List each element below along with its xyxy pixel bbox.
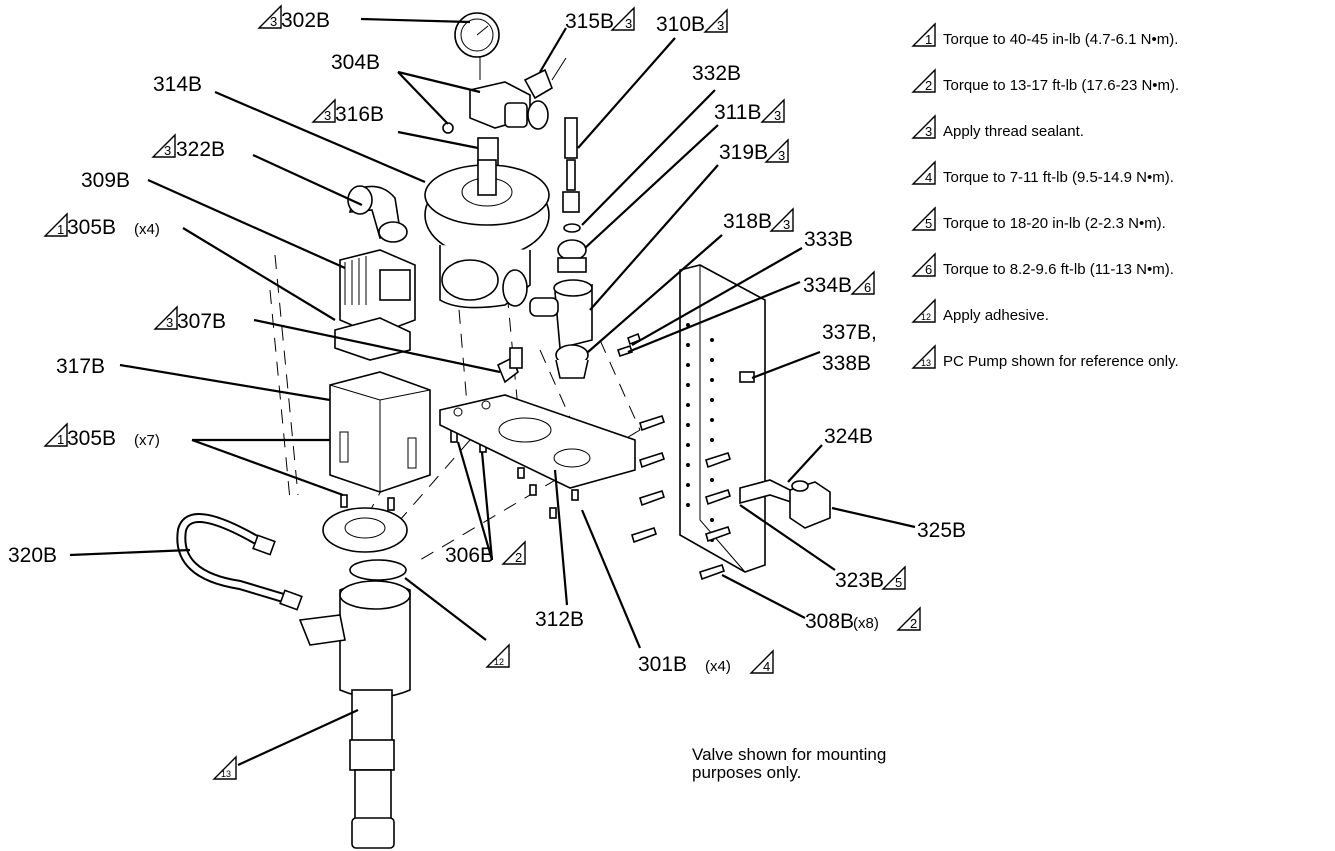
fitting-stack xyxy=(529,117,593,379)
flag-5: 5 xyxy=(895,575,902,590)
callout-334b: 334B xyxy=(803,274,852,297)
callout-324b: 324B xyxy=(824,425,873,448)
callout-305b-b-qty: (x7) xyxy=(134,432,160,449)
street-elbow xyxy=(347,185,408,243)
flag-3: 3 xyxy=(166,315,173,330)
flag-3: 3 xyxy=(324,108,331,123)
legend-flag: 6 xyxy=(925,262,932,277)
legend-text: Apply adhesive. xyxy=(943,307,1049,324)
flag-3: 3 xyxy=(778,148,785,163)
elbow-connector xyxy=(496,347,523,384)
flag-13: 13 xyxy=(221,769,231,779)
callout-318b: 318B xyxy=(723,210,772,233)
diaphragm-housing xyxy=(424,159,550,309)
callout-labels: 3 302B 304B 315B 3 310B 3 332B 311B 3 31… xyxy=(8,5,966,780)
flag-1: 1 xyxy=(57,432,64,447)
callout-338b: 338B xyxy=(822,352,871,375)
flag-3: 3 xyxy=(717,18,724,33)
pressure-gauge xyxy=(454,12,500,80)
callout-309b: 309B xyxy=(81,169,130,192)
callout-302b: 302B xyxy=(281,9,330,32)
flag-3: 3 xyxy=(774,108,781,123)
leader-lines xyxy=(69,17,916,766)
callout-301b-qty: (x4) xyxy=(705,658,731,675)
note-line-1: Valve shown for mounting xyxy=(692,745,886,764)
callout-311b: 311B xyxy=(714,101,762,124)
flag-3: 3 xyxy=(270,14,277,29)
legend-flag: 12 xyxy=(921,312,931,322)
callout-325b: 325B xyxy=(917,519,966,542)
callout-316b: 316B xyxy=(335,103,384,126)
solenoid-valve xyxy=(334,249,416,361)
callout-304b: 304B xyxy=(331,51,380,74)
callout-310b: 310B xyxy=(656,13,705,36)
callout-305b-a: 305B xyxy=(67,216,116,239)
legend-flag: 1 xyxy=(925,32,932,47)
callout-305b-a-qty: (x4) xyxy=(134,221,160,238)
legend-flag: 5 xyxy=(925,216,932,231)
callout-307b: 307B xyxy=(177,310,226,333)
legend-flag: 2 xyxy=(925,78,932,93)
callout-332b: 332B xyxy=(692,62,741,85)
legend-text: Torque to 18-20 in-lb (2-2.3 N•m). xyxy=(943,215,1166,232)
legend-text: Torque to 40-45 in-lb (4.7-6.1 N•m). xyxy=(943,31,1178,48)
callout-323b: 323B xyxy=(835,569,884,592)
callout-337b: 337B, xyxy=(822,321,877,344)
callout-317b: 317B xyxy=(56,355,105,378)
legend-text: Apply thread sealant. xyxy=(943,123,1084,140)
callout-305b-b: 305B xyxy=(67,427,116,450)
mounting-bracket xyxy=(439,394,636,489)
legend-text: Torque to 7-11 ft-lb (9.5-14.9 N•m). xyxy=(943,169,1174,186)
flag-3: 3 xyxy=(783,217,790,232)
callout-312b: 312B xyxy=(535,608,584,631)
legend: 1 Torque to 40-45 in-lb (4.7-6.1 N•m). 2… xyxy=(912,23,1179,370)
flange-plate xyxy=(322,507,408,581)
legend-flag: 3 xyxy=(925,124,932,139)
flag-2: 2 xyxy=(910,616,917,631)
callout-319b: 319B xyxy=(719,141,768,164)
bracket-bolts xyxy=(517,467,579,519)
callout-333b: 333B xyxy=(804,228,853,251)
flag-1: 1 xyxy=(57,222,64,237)
callout-301b: 301B xyxy=(638,653,687,676)
plate-screws xyxy=(616,332,732,581)
legend-text: PC Pump shown for reference only. xyxy=(943,353,1179,370)
callout-314b: 314B xyxy=(153,73,202,96)
parts-drawing xyxy=(176,12,831,849)
note-line-2: purposes only. xyxy=(692,763,801,782)
elbow-fitting xyxy=(523,57,567,100)
flag-2: 2 xyxy=(515,550,522,565)
flag-4: 4 xyxy=(763,659,770,674)
pc-pump xyxy=(298,580,411,849)
callout-306b: 306B xyxy=(445,544,494,567)
mounting-note: Valve shown for mounting purposes only. xyxy=(692,745,886,782)
spacer-block xyxy=(329,371,431,493)
callout-322b: 322B xyxy=(176,138,225,161)
flag-3: 3 xyxy=(164,143,171,158)
sensor-bracket xyxy=(739,479,831,529)
flag-6: 6 xyxy=(864,280,871,295)
flag-12: 12 xyxy=(494,657,504,667)
regulator-body xyxy=(442,81,549,134)
hose xyxy=(176,513,303,611)
callout-315b: 315B xyxy=(565,10,614,33)
legend-flag: 4 xyxy=(925,170,932,185)
legend-flag: 13 xyxy=(921,358,931,368)
callout-308b-qty: (x8) xyxy=(853,615,879,632)
callout-308b: 308B xyxy=(805,610,854,633)
legend-text: Torque to 13-17 ft-lb (17.6-23 N•m). xyxy=(943,77,1179,94)
legend-text: Torque to 8.2-9.6 ft-lb (11-13 N•m). xyxy=(943,261,1174,278)
flag-3: 3 xyxy=(625,16,632,31)
callout-320b: 320B xyxy=(8,544,57,567)
